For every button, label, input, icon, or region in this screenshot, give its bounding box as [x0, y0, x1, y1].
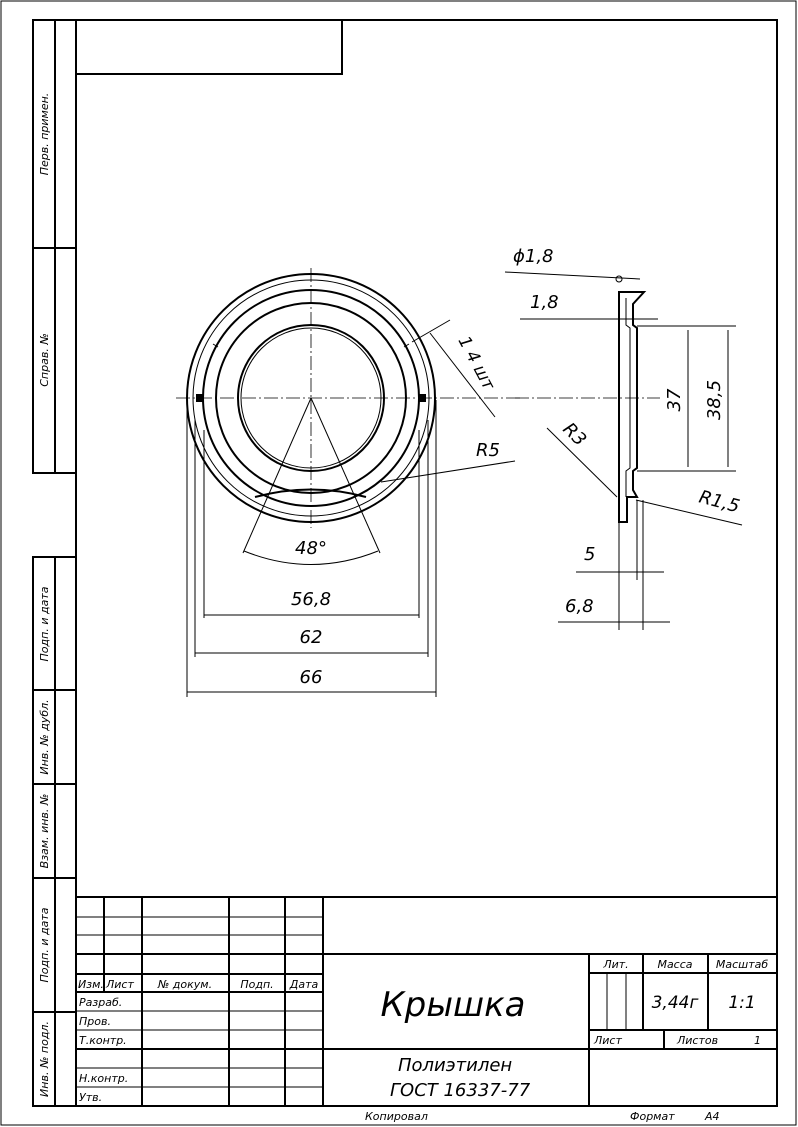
- dim-r5: R5: [476, 440, 500, 461]
- format-value: A4: [704, 1110, 720, 1123]
- top-left-box: [75, 19, 343, 75]
- sheets-value: 1: [754, 1034, 761, 1047]
- dim-56-8: 56,8: [291, 589, 331, 610]
- hdr-podp: Подп.: [240, 978, 273, 991]
- role-razrab: Разраб.: [79, 996, 122, 1009]
- dim-37: 37: [664, 388, 685, 411]
- drawing-frame: [75, 19, 778, 1107]
- sheets-label: Листов: [676, 1034, 718, 1047]
- dim-slots: 1 4 шт: [454, 333, 499, 394]
- dim-r3: R3: [558, 419, 590, 451]
- copied-label: Копировал: [365, 1110, 428, 1123]
- label-vzam-inv: Взам. инв. №: [38, 794, 51, 869]
- role-nkontr: Н.контр.: [79, 1072, 128, 1085]
- label-podp-data-1: Подп. и дата: [38, 586, 51, 661]
- hdr-data: Дата: [289, 978, 319, 991]
- dim-r1-5: R1,5: [697, 487, 742, 518]
- label-sprav-no: Справ. №: [38, 333, 51, 387]
- format-label: Формат: [630, 1110, 675, 1123]
- scale-label: Масштаб: [716, 958, 768, 971]
- hdr-doc: № докум.: [157, 978, 212, 991]
- material-line2: ГОСТ 16337-77: [390, 1080, 531, 1101]
- dim-thickness: 1,8: [530, 292, 559, 313]
- dim-hole: ϕ1,8: [513, 246, 554, 267]
- dim-62: 62: [300, 627, 323, 648]
- hdr-izm: Изм.: [78, 978, 104, 991]
- dim-angle-48: 48°: [295, 538, 327, 559]
- side-view: ϕ1,8 1,8 37 38,5 R3 R1,5 5 6,8: [504, 246, 743, 630]
- part-name: Крышка: [380, 985, 525, 1025]
- label-perv-primen: Перв. примен.: [38, 93, 51, 176]
- scale-value: 1:1: [728, 993, 755, 1013]
- mass-label: Масса: [657, 958, 692, 971]
- role-utv: Утв.: [79, 1091, 102, 1104]
- mass-value: 3,44г: [652, 993, 699, 1013]
- left-strip: Перв. примен. Справ. № Подп. и дата Инв.…: [32, 19, 77, 1107]
- label-inv-podl: Инв. № подл.: [38, 1021, 51, 1097]
- label-podp-data-2: Подп. и дата: [38, 907, 51, 982]
- role-prov: Пров.: [79, 1015, 111, 1028]
- dim-38-5: 38,5: [704, 380, 725, 420]
- title-block: Изм. Лист № докум. Подп. Дата Разраб. Пр…: [76, 896, 777, 1106]
- front-view: 56,8 62 66 48° R5 1 4 шт: [176, 268, 520, 697]
- role-tkontr: Т.контр.: [79, 1034, 127, 1047]
- dim-66: 66: [300, 667, 323, 688]
- dim-5: 5: [584, 544, 595, 565]
- material-line1: Полиэтилен: [398, 1055, 512, 1076]
- hdr-list: Лист: [105, 978, 134, 991]
- dim-6-8: 6,8: [565, 596, 594, 617]
- label-inv-dubl: Инв. № дубл.: [38, 699, 51, 774]
- sheet-label: Лист: [593, 1034, 622, 1047]
- lit-label: Лит.: [602, 958, 628, 971]
